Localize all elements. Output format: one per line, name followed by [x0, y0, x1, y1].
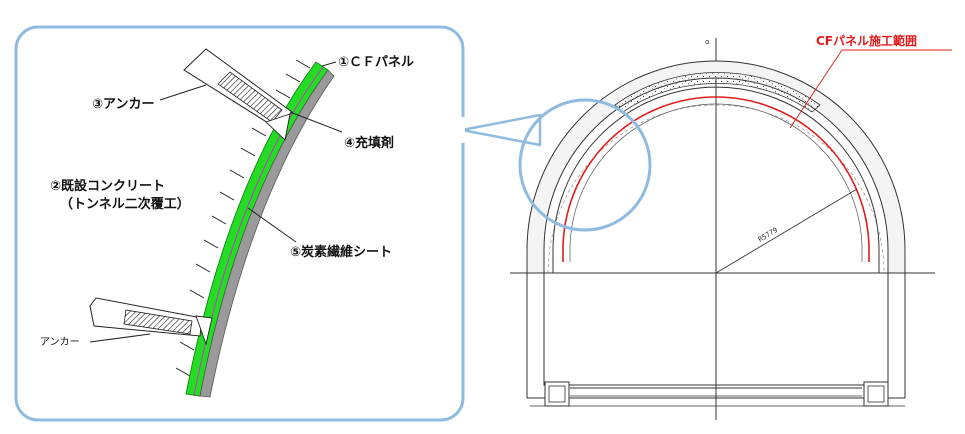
- leader-anchor-bottom: [89, 333, 151, 343]
- detail-cross-section: ①ＣＦパネル ③アンカー ④充填剤 ②既設コンクリート （トンネル二次覆工） ⑤…: [40, 48, 414, 398]
- label-anchor-bottom: アンカー: [40, 336, 80, 348]
- right-drain-box-inner: [867, 385, 885, 403]
- leader-cf-panel: [321, 61, 337, 67]
- cf-range-arc: [562, 96, 870, 262]
- inner-lining: [552, 86, 880, 273]
- label-anchor: ③アンカー: [92, 97, 155, 112]
- radius-dimension: R5779: [757, 226, 779, 244]
- leader-filler: [289, 111, 343, 133]
- radius-line: [715, 188, 858, 274]
- anchor-top: [183, 48, 293, 141]
- inner-thin-arc: [569, 103, 863, 262]
- callout-pointer: [460, 113, 542, 147]
- label-existing-concrete: ②既設コンクリート: [50, 178, 165, 194]
- label-carbon-fiber: ⑤炭素繊維シート: [290, 244, 392, 260]
- cf-range-leader: [789, 49, 843, 129]
- crown-shotcrete: [614, 72, 821, 113]
- carbon-fiber-sheet: [199, 69, 335, 398]
- tunnel-cross-section: R5779 ɑ CFパネル施工範囲: [510, 33, 952, 420]
- construction-arc: [547, 104, 885, 274]
- cf-range-label: CFパネル施工範囲: [816, 33, 917, 48]
- crown-mark: ɑ: [705, 38, 709, 46]
- lower-walls: [526, 273, 906, 399]
- leader-anchor-top: [159, 84, 207, 101]
- leader-lines: [89, 61, 343, 343]
- left-drain-box-inner: [548, 385, 566, 403]
- concrete-hatch: [175, 59, 311, 377]
- magnifier-circle: [518, 98, 652, 232]
- anchor-bottom: [89, 297, 213, 346]
- leader-carbon: [247, 207, 297, 243]
- label-cf-panel: ①ＣＦパネル: [338, 55, 414, 70]
- label-existing-concrete-sub: （トンネル二次覆工）: [60, 196, 190, 212]
- label-filler: ④充填剤: [344, 135, 394, 151]
